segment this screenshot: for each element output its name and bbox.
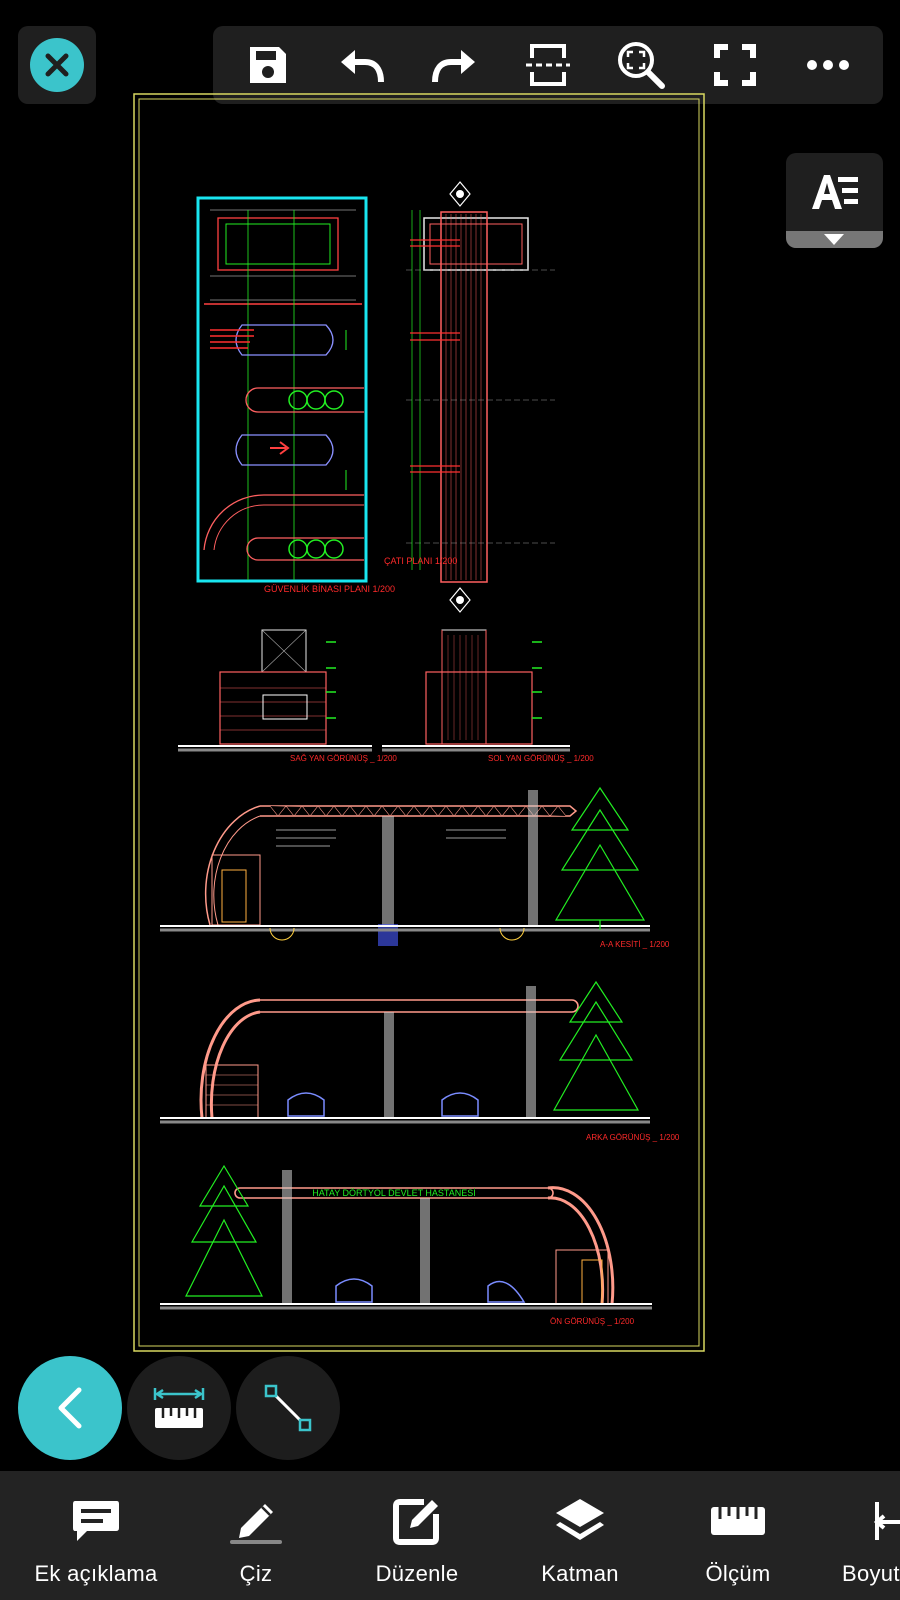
right-side-elevation[interactable] <box>178 629 372 752</box>
bottom-toolbar: Ek açıklama Çiz Düzenle Katman <box>0 1471 900 1600</box>
fullscreen-icon <box>713 44 756 86</box>
front-elevation-title: ÖN GÖRÜNÜŞ _ 1/200 <box>550 1317 635 1326</box>
nav-measure[interactable]: Ölçüm <box>688 1471 788 1600</box>
close-icon <box>30 38 84 92</box>
layers-icon <box>556 1499 604 1540</box>
hospital-sign-text: HATAY DÖRTYOL DEVLET HASTANESİ <box>312 1188 476 1198</box>
zoom-extents-button[interactable] <box>610 34 672 96</box>
plan-title: GÜVENLİK BİNASI PLANI 1/200 <box>264 584 395 594</box>
right-elevation-title: SAĞ YAN GÖRÜNÜŞ _ 1/200 <box>290 754 397 763</box>
redo-icon <box>431 50 475 83</box>
section-title: A-A KESİTİ _ 1/200 <box>600 940 670 949</box>
nav-measure-label: Ölçüm <box>705 1561 771 1586</box>
top-toolbar <box>213 26 883 104</box>
chevron-down-icon <box>824 234 844 245</box>
nav-dimension[interactable]: Boyut <box>838 1471 900 1600</box>
undo-icon <box>341 50 385 83</box>
save-icon <box>249 47 286 83</box>
undo-button[interactable] <box>330 34 392 96</box>
roof-plan-title: ÇATI PLANI 1/200 <box>384 556 457 566</box>
section-button[interactable] <box>517 34 579 96</box>
nav-draw-label: Çiz <box>239 1561 273 1586</box>
nav-layer[interactable]: Katman <box>525 1471 635 1600</box>
active-tool-indicator <box>230 1540 282 1544</box>
nav-edit[interactable]: Düzenle <box>362 1471 472 1600</box>
fullscreen-button[interactable] <box>704 34 766 96</box>
pencil-icon <box>239 1504 273 1538</box>
dimension-icon <box>874 1502 900 1540</box>
line-segment-icon <box>264 1384 312 1432</box>
measure-line-button[interactable] <box>236 1356 340 1460</box>
section-a-a[interactable] <box>160 786 650 946</box>
nav-annotation-label: Ek açıklama <box>34 1561 158 1586</box>
security-building-plan[interactable] <box>196 196 368 583</box>
left-side-elevation[interactable] <box>382 629 570 752</box>
save-button[interactable] <box>237 34 299 96</box>
nav-dimension-label: Boyut <box>842 1561 900 1586</box>
more-icon <box>807 60 850 70</box>
nav-edit-label: Düzenle <box>375 1561 459 1586</box>
front-elevation[interactable]: HATAY DÖRTYOL DEVLET HASTANESİ <box>160 1164 652 1310</box>
chevron-left-icon <box>58 1387 82 1429</box>
back-button[interactable] <box>18 1356 122 1460</box>
section-icon <box>525 44 570 86</box>
roof-plan[interactable] <box>406 181 555 613</box>
left-elevation-title: SOL YAN GÖRÜNÜŞ _ 1/200 <box>488 754 594 763</box>
nav-draw[interactable]: Çiz <box>206 1471 306 1600</box>
text-style-icon <box>812 175 858 209</box>
rear-elevation-title: ARKA GÖRÜNÜŞ _ 1/200 <box>586 1133 680 1142</box>
ruler-distance-icon <box>153 1388 205 1428</box>
ruler-icon <box>711 1507 765 1535</box>
panel-expand-strip <box>786 231 883 248</box>
rear-elevation[interactable] <box>160 980 650 1124</box>
edit-icon <box>393 1499 439 1545</box>
nav-annotation[interactable]: Ek açıklama <box>26 1471 166 1600</box>
measure-distance-button[interactable] <box>127 1356 231 1460</box>
more-button[interactable] <box>797 34 859 96</box>
nav-layer-label: Katman <box>541 1561 619 1586</box>
redo-button[interactable] <box>424 34 486 96</box>
close-button[interactable] <box>18 26 96 104</box>
drawing-canvas[interactable]: GÜVENLİK BİNASI PLANI 1/200 ÇATI PLANI 1… <box>130 90 708 1355</box>
comment-icon <box>73 1501 119 1541</box>
text-panel-button[interactable] <box>786 153 883 248</box>
zoom-extents-icon <box>618 42 666 89</box>
